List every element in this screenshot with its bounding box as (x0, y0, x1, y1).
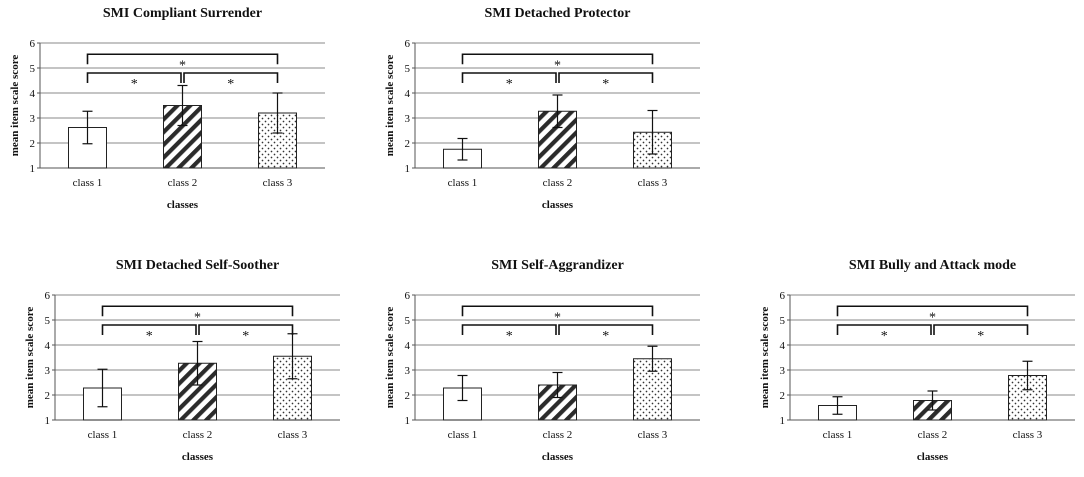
significance-bracket-1 (836, 324, 932, 335)
x-tick-label: class 2 (183, 429, 213, 441)
y-axis-label: mean item scale score (384, 55, 396, 157)
x-tick-label: class 2 (168, 177, 198, 189)
significance-bracket-1 (86, 72, 182, 83)
x-tick-label: class 1 (88, 429, 118, 441)
y-tick-label: 6 (780, 290, 786, 302)
y-tick-label: 5 (45, 315, 51, 327)
y-tick-label: 3 (45, 365, 51, 377)
y-tick-label: 3 (405, 365, 411, 377)
y-tick-label: 6 (405, 38, 411, 50)
significance-bracket-3 (101, 305, 294, 317)
significance-label: * (554, 58, 561, 73)
significance-label: * (929, 310, 936, 325)
x-tick-label: class 2 (543, 177, 573, 189)
figure: SMI Compliant Surrender mean item scale s… (9, 6, 1075, 463)
significance-label: * (131, 77, 138, 92)
x-tick-label: class 3 (638, 429, 668, 441)
y-tick-label: 1 (30, 163, 36, 175)
significance-bracket-3 (86, 53, 279, 65)
significance-bracket-3 (461, 305, 654, 317)
y-tick-label: 5 (780, 315, 786, 327)
y-tick-label: 5 (405, 63, 411, 75)
significance-bracket-2 (933, 324, 1029, 335)
y-tick-label: 1 (45, 415, 51, 427)
y-tick-label: 2 (30, 138, 36, 150)
x-tick-label: class 2 (918, 429, 948, 441)
y-tick-label: 5 (405, 315, 411, 327)
significance-label: * (506, 77, 513, 92)
significance-bracket-3 (461, 53, 654, 65)
y-tick-label: 2 (45, 390, 51, 402)
chart-title: SMI Detached Self-Soother (116, 258, 279, 273)
x-tick-label: class 3 (263, 177, 293, 189)
x-tick-label: class 2 (543, 429, 573, 441)
significance-bracket-1 (461, 72, 557, 83)
significance-bracket-2 (558, 324, 654, 335)
chart-5: SMI Bully and Attack mode mean item scale… (759, 258, 1075, 463)
x-tick-label: class 1 (823, 429, 853, 441)
x-axis-label: classes (167, 199, 199, 211)
y-axis-label: mean item scale score (24, 307, 36, 409)
significance-bracket-2 (183, 72, 279, 83)
significance-label: * (881, 329, 888, 344)
y-tick-label: 2 (405, 390, 411, 402)
significance-label: * (602, 77, 609, 92)
y-tick-label: 1 (405, 163, 411, 175)
y-axis-label: mean item scale score (9, 55, 21, 157)
significance-bracket-2 (198, 324, 294, 335)
chart-4: SMI Self-Aggrandizer mean item scale scor… (384, 258, 700, 463)
chart-1: SMI Compliant Surrender mean item scale s… (9, 6, 325, 211)
significance-label: * (194, 310, 201, 325)
y-tick-label: 4 (780, 340, 786, 352)
y-axis-label: mean item scale score (759, 307, 771, 409)
chart-title: SMI Compliant Surrender (103, 6, 262, 21)
significance-label: * (602, 329, 609, 344)
x-tick-label: class 1 (73, 177, 103, 189)
x-axis-label: classes (542, 451, 574, 463)
significance-label: * (242, 329, 249, 344)
significance-bracket-2 (558, 72, 654, 83)
significance-bracket-1 (461, 324, 557, 335)
significance-bracket-3 (836, 305, 1029, 317)
significance-label: * (554, 310, 561, 325)
y-tick-label: 3 (405, 113, 411, 125)
y-axis-label: mean item scale score (384, 307, 396, 409)
y-tick-label: 3 (30, 113, 36, 125)
y-tick-label: 4 (30, 88, 36, 100)
x-tick-label: class 3 (278, 429, 308, 441)
y-tick-label: 6 (405, 290, 411, 302)
x-tick-label: class 1 (448, 429, 478, 441)
significance-label: * (227, 77, 234, 92)
bar-1 (68, 127, 107, 169)
significance-label: * (179, 58, 186, 73)
y-tick-label: 4 (405, 340, 411, 352)
y-tick-label: 3 (780, 365, 786, 377)
x-tick-label: class 3 (638, 177, 668, 189)
x-axis-label: classes (542, 199, 574, 211)
chart-title: SMI Bully and Attack mode (849, 258, 1016, 273)
chart-2: SMI Detached Protector mean item scale sc… (384, 6, 700, 211)
y-tick-label: 4 (45, 340, 51, 352)
y-tick-label: 6 (30, 38, 36, 50)
significance-label: * (977, 329, 984, 344)
chart-3: SMI Detached Self-Soother mean item scale… (24, 258, 340, 463)
chart-title: SMI Detached Protector (485, 6, 631, 21)
y-tick-label: 4 (405, 88, 411, 100)
x-axis-label: classes (182, 451, 214, 463)
significance-bracket-1 (101, 324, 197, 335)
x-tick-label: class 1 (448, 177, 478, 189)
y-tick-label: 1 (780, 415, 786, 427)
y-tick-label: 5 (30, 63, 36, 75)
significance-label: * (506, 329, 513, 344)
chart-title: SMI Self-Aggrandizer (491, 258, 624, 273)
x-tick-label: class 3 (1013, 429, 1043, 441)
significance-label: * (146, 329, 153, 344)
x-axis-label: classes (917, 451, 949, 463)
y-tick-label: 2 (780, 390, 786, 402)
y-tick-label: 6 (45, 290, 51, 302)
y-tick-label: 1 (405, 415, 411, 427)
y-tick-label: 2 (405, 138, 411, 150)
